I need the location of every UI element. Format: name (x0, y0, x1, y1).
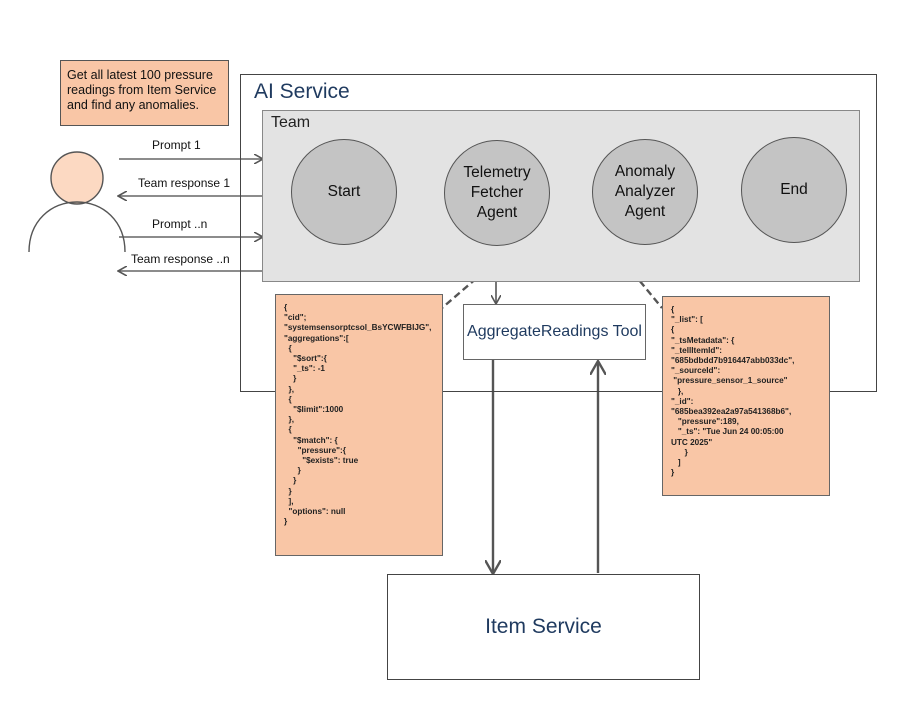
readings-response-json: { "_list": [ { "_tsMetadata": { "_tellIt… (662, 296, 830, 496)
ai-service-title: AI Service (254, 80, 350, 103)
task-note: Get all latest 100 pressure readings fro… (60, 60, 229, 126)
end-node: End (741, 137, 847, 243)
response-n-label: Team response ..n (131, 252, 230, 266)
prompt-n-label: Prompt ..n (152, 217, 208, 231)
response-1-label: Team response 1 (138, 176, 231, 190)
item-service-box: Item Service (387, 574, 700, 680)
aggregate-readings-tool: AggregateReadings Tool (463, 304, 646, 360)
aggregation-request-json: { "cid"; "systemsensorptcsol_BsYCWFBIJG"… (275, 294, 443, 556)
anomaly-analyzer-agent-node: Anomaly Analyzer Agent (592, 139, 698, 245)
team-title: Team (271, 114, 311, 131)
user-icon (28, 151, 126, 253)
ai-service-container (240, 74, 877, 392)
start-node: Start (291, 139, 397, 245)
prompt-1-label: Prompt 1 (152, 138, 201, 152)
telemetry-fetcher-agent-node: Telemetry Fetcher Agent (444, 140, 550, 246)
